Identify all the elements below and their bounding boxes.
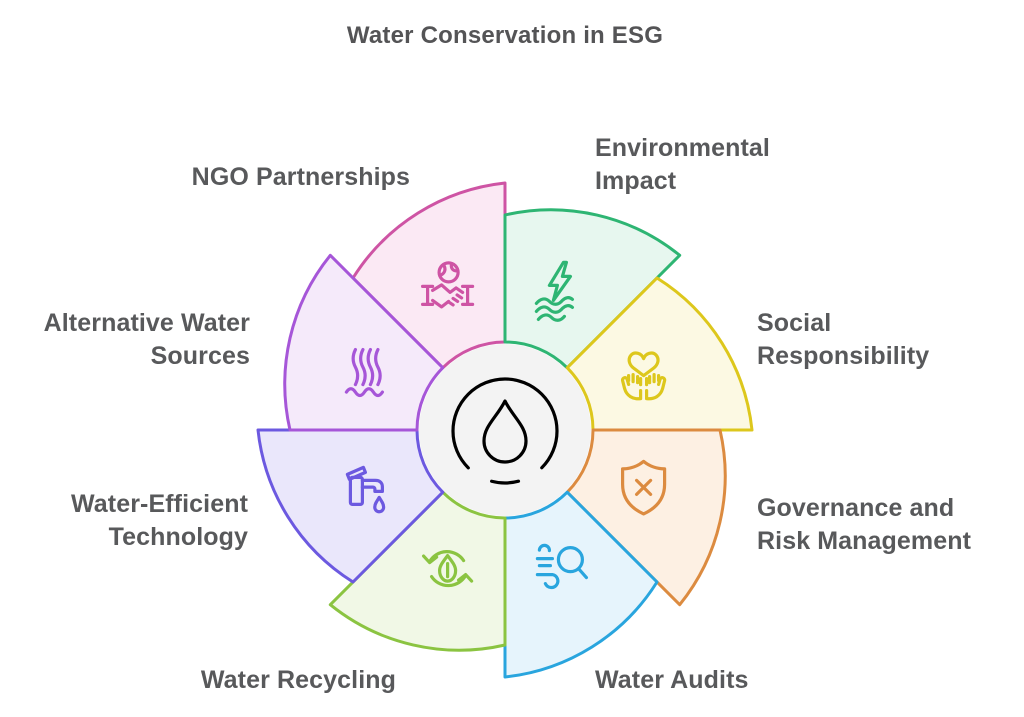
segment-label-alternative-sources: Alternative Water Sources [43,309,250,370]
wheel-center [419,344,591,516]
segment-environmental-impact [503,208,682,370]
segment-alternative-water-sources [283,253,445,432]
segment-label-social-responsibility: Social Responsibility [757,309,930,370]
segment-label-governance-risk: Governance and Risk Management [757,494,972,555]
segment-water-recycling [328,490,507,652]
segment-label-water-efficient-tech: Water-Efficient Technology [71,490,248,551]
diagram-title: Water Conservation in ESG [346,22,664,49]
segment-water-audits [503,490,659,679]
segment-water-efficient-technology [256,428,445,584]
center-disc [419,344,591,516]
segment-label-water-audits: Water Audits [595,666,749,694]
segment-label-ngo-partnerships: NGO Partnerships [191,163,410,191]
segment-ngo-partnerships [351,181,507,370]
segment-label-water-recycling: Water Recycling [200,666,396,694]
water-drop-icon [451,377,559,485]
segment-label-environmental-impact: Environmental Impact [595,134,770,195]
segment-social-responsibility [565,276,754,432]
segment-governance-and-risk-management [565,428,727,607]
